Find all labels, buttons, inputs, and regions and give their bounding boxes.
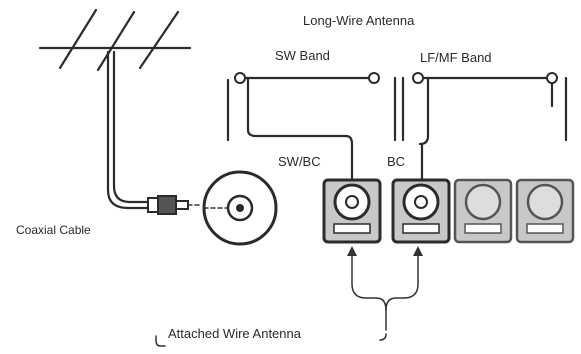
lead-in-wires — [246, 76, 554, 198]
coaxial-plug-icon — [147, 195, 201, 215]
sw-bc-label: SW/BC — [278, 154, 321, 169]
coaxial-cable-label: Coaxial Cable — [16, 223, 91, 237]
terminal-4 — [515, 178, 575, 244]
insulator-icon — [368, 72, 380, 84]
long-wire-antenna-frame — [226, 76, 568, 142]
sw-band-label: SW Band — [275, 48, 330, 63]
insulator-icon — [412, 72, 424, 84]
attached-wire-antenna-label: Attached Wire Antenna — [168, 326, 302, 341]
bc-label: BC — [387, 154, 405, 169]
insulator-icon — [234, 72, 246, 84]
terminal-bc — [391, 178, 451, 244]
terminal-sw-bc — [322, 178, 382, 244]
coaxial-jack-icon — [202, 170, 278, 246]
attached-wire-antenna-bracket — [155, 246, 423, 347]
arrow-up-icon — [413, 246, 423, 256]
arrow-up-icon — [347, 246, 357, 256]
insulator-icon — [546, 72, 558, 84]
lf-mf-band-label: LF/MF Band — [420, 50, 492, 65]
coaxial-cable — [106, 50, 152, 210]
yagi-antenna-icon — [38, 8, 192, 72]
long-wire-antenna-label: Long-Wire Antenna — [303, 13, 415, 28]
terminal-panel — [322, 178, 575, 244]
terminal-3 — [453, 178, 513, 244]
